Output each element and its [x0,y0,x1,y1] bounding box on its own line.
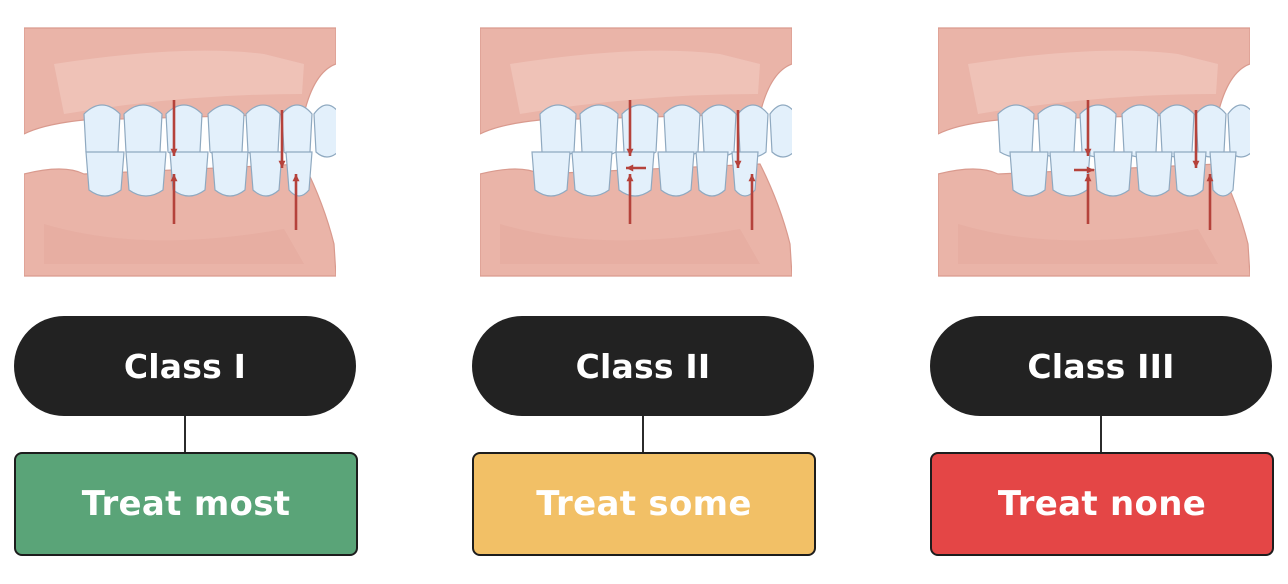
shift-back-arrow [626,164,646,172]
class-iii-connector [1100,416,1102,452]
class-ii-outcome: Treat some [472,452,816,556]
class-i-bite-svg [24,24,336,280]
upper-tooth [313,104,336,158]
upper-tooth [123,104,163,158]
column-class-ii: Class II Treat some [472,0,816,584]
column-class-iii: Class III Treat none [930,0,1274,584]
class-iii-label: Class III [930,316,1272,416]
class-ii-connector [642,416,644,452]
upper-tooth [207,104,245,158]
lower-tooth [731,151,759,197]
upper-tooth [737,104,769,158]
lower-force-arrow [1084,174,1092,224]
upper-tooth [245,104,281,158]
upper-tooth [83,104,121,158]
upper-tooth [1227,104,1250,158]
class-iii-bite-icon [938,24,1250,280]
class-ii-bite-icon [480,24,792,280]
upper-tooth [701,104,737,158]
upper-tooth [997,104,1035,158]
lower-tooth [249,151,283,197]
class-i-label: Class I [14,316,356,416]
upper-tooth [579,104,619,158]
upper-front-force-arrow [1192,110,1200,168]
lower-tooth [695,151,729,197]
class-iii-bite-svg [938,24,1250,280]
class-ii-bite-svg [480,24,792,280]
upper-tooth [663,104,701,158]
lower-tooth [1209,151,1237,197]
lower-tooth [1049,151,1091,197]
column-class-i: Class I Treat most [14,0,358,584]
lower-tooth [531,151,571,197]
class-iii-outcome: Treat none [930,452,1274,556]
upper-tooth [769,104,792,158]
lower-tooth [211,151,249,197]
lower-tooth [571,151,613,197]
upper-tooth [1121,104,1159,158]
lower-tooth [1009,151,1049,197]
upper-tooth [539,104,577,158]
upper-force-arrow [1084,100,1092,156]
upper-tooth [1159,104,1195,158]
lower-tooth [1093,151,1133,197]
upper-tooth [1037,104,1077,158]
lower-tooth [1135,151,1173,197]
lower-force-arrow [170,174,178,224]
lower-force-arrow [626,174,634,224]
upper-front-force-arrow [278,110,286,168]
lower-tooth [169,151,209,197]
lower-tooth [615,151,655,197]
class-ii-label: Class II [472,316,814,416]
class-i-bite-icon [24,24,336,280]
lower-front-force-arrow [1206,174,1214,230]
upper-force-arrow [170,100,178,156]
lower-front-force-arrow [292,174,300,230]
class-i-connector [184,416,186,452]
shift-forward-arrow [1074,166,1094,174]
lower-tooth [85,151,125,197]
upper-force-arrow [626,100,634,156]
lower-tooth [657,151,695,197]
class-i-outcome: Treat most [14,452,358,556]
lower-tooth [125,151,167,197]
upper-tooth [281,104,313,158]
lower-front-force-arrow [748,174,756,230]
lower-tooth [285,151,313,197]
lower-tooth [1173,151,1207,197]
upper-tooth [1195,104,1227,158]
upper-front-force-arrow [734,110,742,168]
